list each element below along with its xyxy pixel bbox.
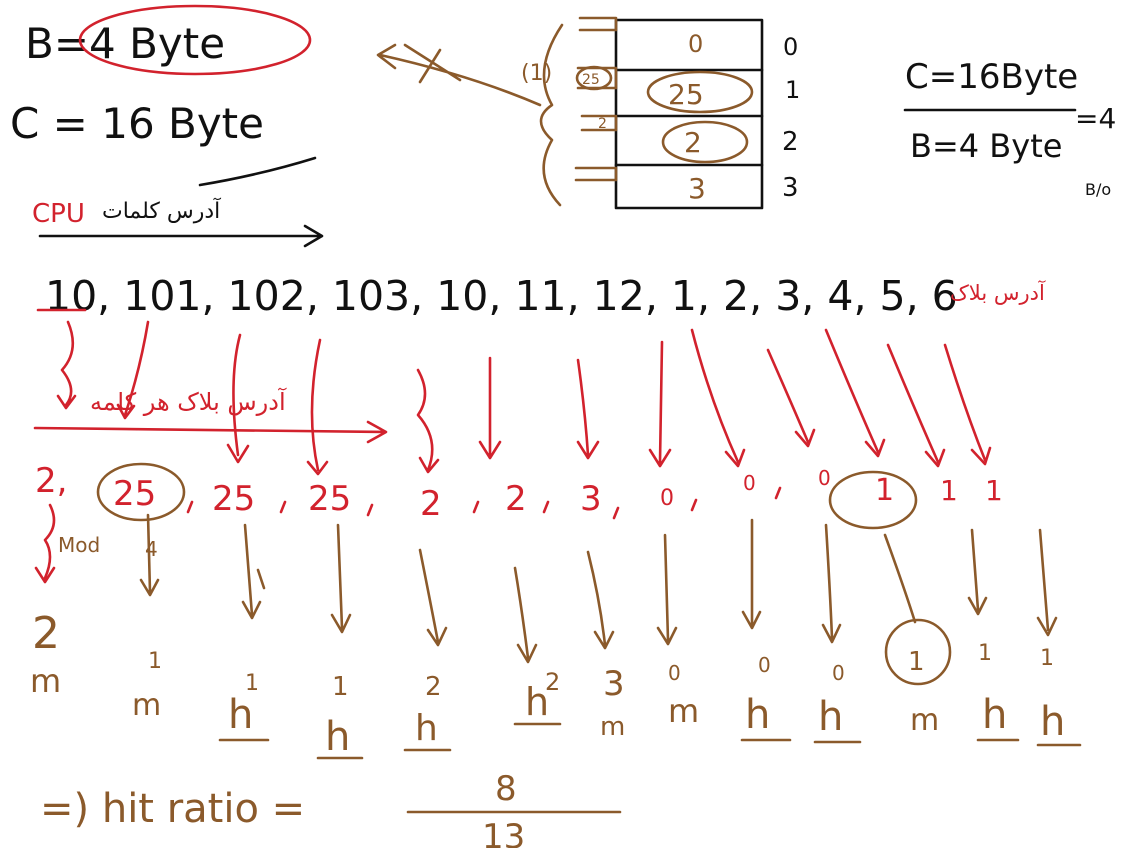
block-0-circle (96, 462, 186, 522)
ratio-suffix: B/o (1085, 180, 1111, 199)
word-sequence: 10, 101, 102, 103, 10, 11, 12, 1, 2, 3, … (45, 272, 958, 320)
red-arrow (416, 368, 440, 474)
set-9: 1 (908, 647, 925, 677)
result-9: h (818, 694, 843, 740)
block-9: 1 (875, 473, 894, 508)
brown-arrows (139, 513, 1058, 664)
set-3: 2 (425, 672, 442, 702)
cpu-underline (198, 156, 317, 187)
block-0: 25 (113, 474, 156, 514)
cache-size-text: C = 16 Byte (10, 99, 264, 148)
cache-tag-1: 25 (582, 72, 600, 88)
block-note-center: آدرس بلاک هر کلمه (90, 387, 287, 416)
block-size-circle (78, 4, 312, 76)
hit-underlines (218, 722, 1082, 760)
cache-content-2: 2 (684, 126, 702, 159)
set-5: 3 (603, 664, 625, 704)
cpu-arrow (38, 224, 324, 248)
cache-index-3: 3 (782, 173, 799, 203)
block-11: 1 (985, 474, 1003, 507)
result-3: h (325, 714, 350, 760)
set-7: 0 (758, 653, 771, 677)
block-8: 0 (818, 466, 831, 490)
result-11: h (982, 692, 1007, 738)
cache-content-3: 3 (688, 172, 706, 205)
set-6: 0 (668, 661, 681, 685)
red-arrow (824, 328, 886, 458)
block-6: 0 (660, 486, 674, 511)
block-1: 25 (212, 479, 255, 519)
block-size-text: B=4 Byte (25, 19, 225, 68)
block-note-right: آدرس بلاک (950, 280, 1046, 305)
result-0: m (30, 662, 61, 700)
mod-label: Mod (58, 533, 100, 557)
hit-ratio-numerator: 8 (495, 769, 517, 809)
result-4: h (415, 708, 438, 749)
block-4: 2 (505, 479, 527, 519)
mod-arrow (34, 503, 56, 584)
red-arrow (766, 348, 816, 448)
cache-content-0: 0 (688, 30, 703, 58)
red-arrow (226, 333, 250, 464)
cache-content-1: 25 (668, 78, 704, 111)
block-10: 1 (940, 474, 958, 507)
red-arrow (306, 338, 329, 476)
red-arrow (648, 340, 672, 468)
block-5: 3 (580, 479, 602, 519)
result-12: h (1040, 699, 1065, 745)
result-2: h (228, 692, 253, 738)
mod-value: 4 (145, 537, 158, 561)
set-1: 1 (245, 671, 259, 696)
set-2: 1 (332, 672, 349, 702)
cpu-label: CPU (32, 199, 85, 229)
cache-table (539, 16, 764, 210)
set-8: 0 (832, 661, 845, 685)
red-arrow (943, 343, 992, 466)
crossed-arrow (376, 43, 542, 107)
block-9-circle (828, 470, 918, 530)
set-4: 2 (545, 668, 560, 696)
set-10: 1 (978, 641, 992, 666)
result-5: h (525, 680, 549, 724)
result-8: h (745, 692, 770, 738)
hit-ratio-label: =) hit ratio = (40, 786, 305, 832)
ratio-numerator: C=16Byte (905, 57, 1078, 97)
block-separators (186, 486, 782, 520)
set-0: 1 (148, 649, 162, 674)
block-7: 0 (743, 471, 756, 495)
cache-set-label: (1) (521, 61, 552, 86)
cache-index-2: 2 (782, 127, 799, 157)
ratio-denominator: B=4 Byte (910, 127, 1062, 165)
block-2: 25 (308, 479, 351, 519)
result-6: m (600, 712, 625, 742)
result-1: m (132, 688, 161, 723)
cache-content-1-circle (646, 70, 754, 114)
cache-tag-2: 2 (598, 116, 607, 132)
cache-tag-1-circle (575, 65, 613, 91)
set-first: 2 (32, 608, 60, 659)
cache-index-1: 1 (785, 76, 800, 104)
result-10: m (910, 703, 939, 738)
set-9-circle (884, 618, 952, 686)
set-11: 1 (1040, 646, 1054, 671)
red-arrow (576, 358, 600, 460)
result-7: m (668, 692, 699, 730)
hit-ratio-denominator: 13 (482, 817, 525, 848)
red-arrow (690, 328, 746, 468)
block-3: 2 (420, 484, 442, 524)
block-address-arrow (33, 420, 388, 444)
block-prefix: 2, (35, 461, 67, 501)
cache-content-2-circle (661, 120, 749, 164)
red-arrow (116, 320, 150, 420)
ratio-result: =4 (1075, 102, 1116, 135)
cpu-note: آدرس کلمات (102, 197, 221, 224)
red-arrow (886, 343, 946, 468)
cache-index-0: 0 (783, 33, 798, 61)
red-arrow (478, 356, 502, 460)
red-arrow (56, 320, 77, 410)
